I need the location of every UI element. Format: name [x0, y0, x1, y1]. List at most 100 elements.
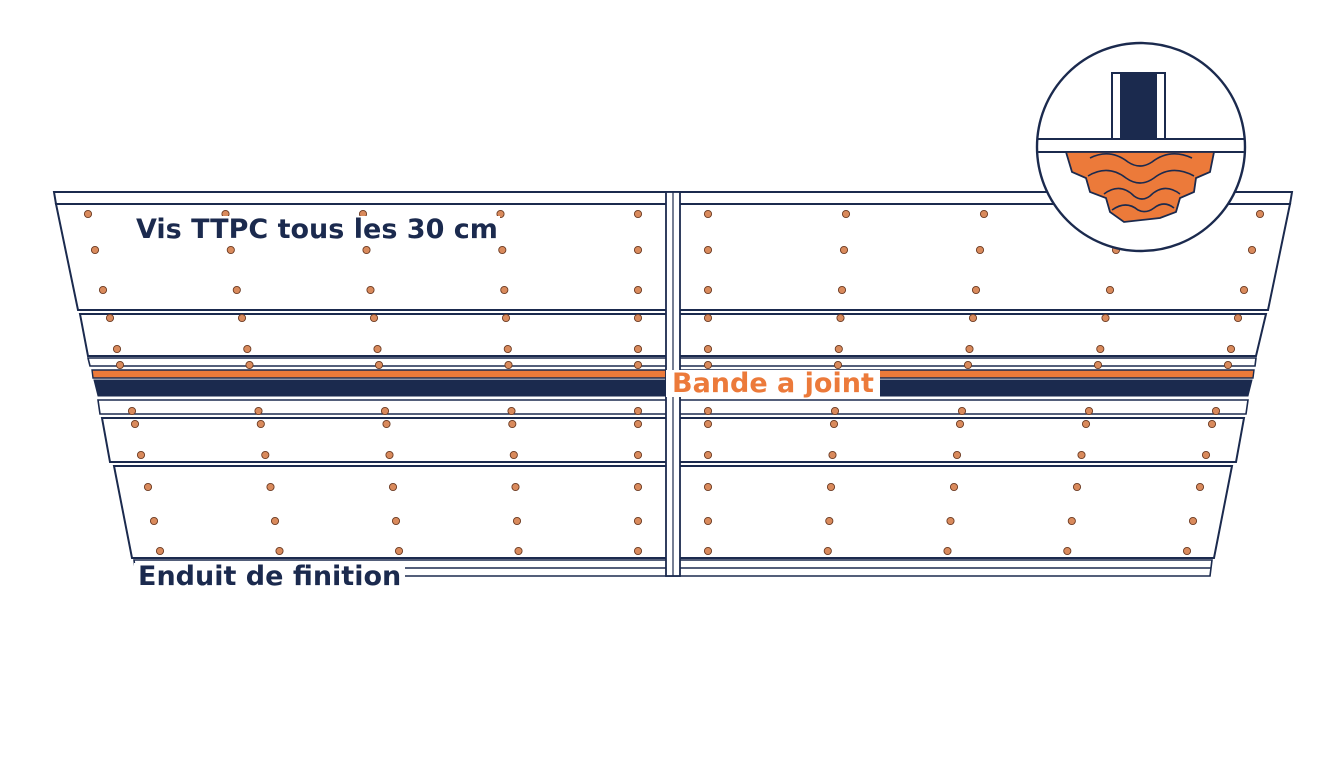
screw-head-icon	[391, 516, 401, 526]
screw-head-icon	[83, 209, 93, 219]
screw-head-icon	[369, 313, 379, 323]
screw-head-icon	[703, 516, 713, 526]
screw-head-icon	[130, 419, 140, 429]
screw-head-icon	[979, 209, 989, 219]
screw-head-icon	[373, 344, 382, 354]
screw-head-icon	[1201, 450, 1211, 460]
screw-head-icon	[703, 209, 713, 219]
screw-head-icon	[237, 313, 247, 323]
screw-head-icon	[955, 419, 965, 429]
screw-head-icon	[837, 285, 847, 295]
joint-tape-label: Bande a joint	[666, 370, 880, 397]
screw-head-icon	[1063, 546, 1072, 556]
screw-head-icon	[703, 313, 713, 323]
screw-head-icon	[226, 245, 235, 255]
screw-head-icon	[968, 313, 978, 323]
screw-head-icon	[155, 546, 165, 556]
screw-head-icon	[1247, 245, 1257, 255]
screw-head-icon	[275, 546, 284, 556]
screw-head-icon	[633, 450, 643, 460]
screw-head-icon	[507, 406, 516, 416]
screw-head-icon	[633, 344, 643, 354]
screw-head-icon	[385, 450, 394, 460]
screw-head-icon	[633, 209, 643, 219]
screw-head-icon	[633, 406, 643, 416]
screw-head-icon	[703, 450, 713, 460]
screw-head-icon	[703, 245, 713, 255]
screw-head-icon	[633, 313, 643, 323]
screw-head-icon	[1255, 209, 1265, 219]
screw-head-icon	[703, 406, 713, 416]
screw-head-icon	[633, 419, 643, 429]
screw-head-icon	[388, 482, 398, 492]
screw-head-icon	[366, 285, 375, 295]
screw-head-icon	[115, 360, 125, 370]
screw-head-icon	[362, 245, 371, 255]
screw-head-icon	[1239, 285, 1249, 295]
screw-head-icon	[949, 482, 959, 492]
screw-head-icon	[841, 209, 851, 219]
screw-head-icon	[90, 245, 100, 255]
screw-head-icon	[957, 406, 967, 416]
screw-head-icon	[823, 546, 832, 556]
screw-grid	[83, 209, 1265, 556]
screw-head-icon	[965, 344, 974, 354]
screw-head-icon	[1182, 546, 1192, 556]
screw-head-icon	[1096, 344, 1105, 354]
screw-head-icon	[98, 285, 108, 295]
screw-head-icon	[703, 360, 713, 370]
screw-head-icon	[1101, 313, 1110, 323]
screw-head-icon	[500, 285, 509, 295]
screw-head-icon	[254, 406, 263, 416]
screw-head-icon	[1067, 516, 1076, 526]
screw-head-icon	[703, 546, 713, 556]
screw-head-icon	[394, 546, 404, 556]
screw-head-icon	[839, 245, 849, 255]
finish-coat-label: Enduit de finition	[134, 563, 406, 590]
screw-head-icon	[825, 516, 834, 526]
screw-head-icon	[112, 344, 122, 354]
screw-head-icon	[1207, 419, 1217, 429]
screw-head-icon	[503, 344, 512, 354]
screw-head-icon	[633, 516, 643, 526]
screw-head-icon	[232, 285, 241, 295]
joint-cross-section-icon	[1035, 41, 1247, 253]
screw-head-icon	[703, 419, 713, 429]
screw-head-icon	[127, 406, 137, 416]
screw-head-icon	[703, 482, 713, 492]
screw-head-icon	[1195, 482, 1205, 492]
screw-head-icon	[382, 419, 391, 429]
screw-head-icon	[633, 360, 643, 370]
screw-head-icon	[509, 450, 518, 460]
screw-head-icon	[498, 245, 507, 255]
screw-head-icon	[508, 419, 517, 429]
screw-head-icon	[633, 285, 643, 295]
screw-head-icon	[1093, 360, 1103, 370]
screw-head-icon	[633, 546, 643, 556]
screw-head-icon	[496, 209, 505, 219]
screw-head-icon	[952, 450, 962, 460]
screw-head-icon	[963, 360, 973, 370]
screw-head-icon	[1081, 419, 1091, 429]
screw-head-icon	[149, 516, 159, 526]
screw-head-icon	[834, 344, 843, 354]
screw-head-icon	[501, 313, 511, 323]
screw-head-icon	[1211, 406, 1221, 416]
screw-head-icon	[1105, 285, 1115, 295]
screw-head-icon	[261, 450, 270, 460]
screw-head-icon	[511, 482, 520, 492]
screw-head-icon	[374, 360, 384, 370]
screw-head-icon	[266, 482, 275, 492]
screw-head-icon	[633, 245, 643, 255]
screw-head-icon	[833, 360, 843, 370]
screw-head-icon	[270, 516, 280, 526]
screw-head-icon	[243, 344, 252, 354]
screw-head-icon	[514, 546, 523, 556]
screw-head-icon	[504, 360, 513, 370]
screw-head-icon	[633, 482, 643, 492]
screw-head-icon	[829, 419, 839, 429]
screw-head-icon	[1233, 313, 1243, 323]
screw-head-icon	[245, 360, 254, 370]
screw-head-icon	[703, 285, 713, 295]
